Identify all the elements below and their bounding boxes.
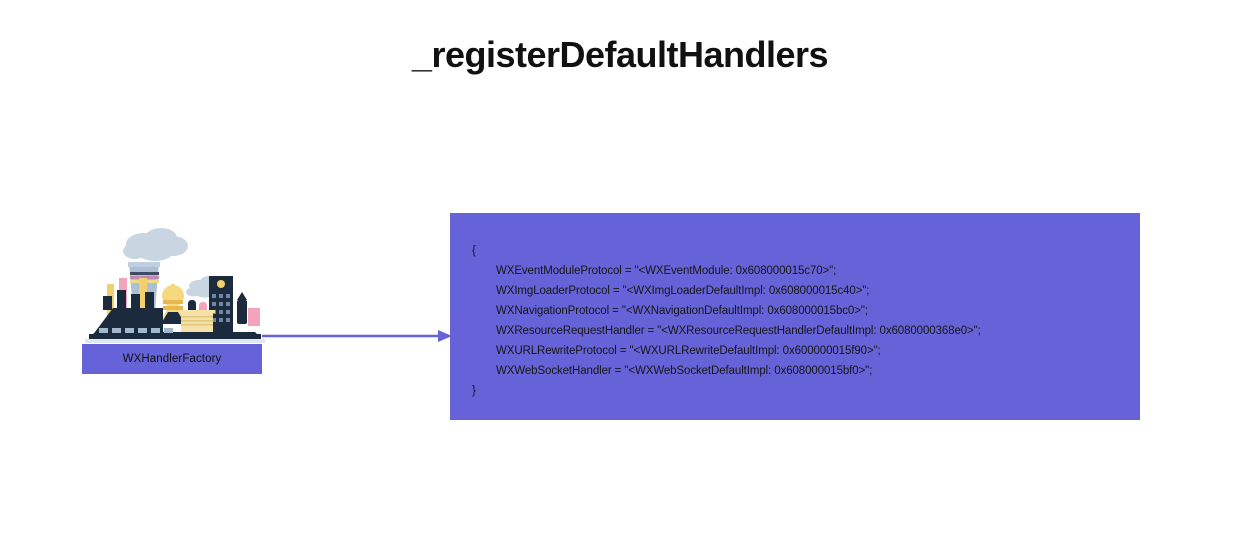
code-line: WXEventModuleProtocol = "<WXEventModule:… — [496, 265, 837, 277]
factory-base-icon — [85, 328, 265, 343]
code-line: WXResourceRequestHandler = "<WXResourceR… — [496, 325, 981, 337]
code-block: { WXEventModuleProtocol = "<WXEventModul… — [472, 241, 1118, 401]
smoke-cloud-icon — [123, 228, 188, 261]
factory-building-icon — [95, 290, 163, 332]
dome-building-icon — [159, 284, 187, 324]
code-line: WXURLRewriteProtocol = "<WXURLRewriteDef… — [496, 345, 881, 357]
source-node-label-box[interactable]: WXHandlerFactory — [82, 344, 262, 374]
source-node-label: WXHandlerFactory — [122, 353, 222, 365]
factory-illustration — [85, 224, 265, 346]
arrow-right-icon — [262, 326, 452, 346]
warehouse-icon — [179, 310, 215, 332]
code-line: { — [472, 245, 476, 257]
code-line: WXNavigationProtocol = "<WXNavigationDef… — [496, 305, 868, 317]
output-code-panel: { WXEventModuleProtocol = "<WXEventModul… — [450, 213, 1140, 420]
code-line: WXWebSocketHandler = "<WXWebSocketDefaul… — [496, 365, 873, 377]
smokestack-yellow-2-icon — [139, 278, 147, 324]
code-line: WXImgLoaderProtocol = "<WXImgLoaderDefau… — [496, 285, 870, 297]
page-title: _registerDefaultHandlers — [411, 34, 829, 75]
code-line: } — [472, 385, 476, 397]
